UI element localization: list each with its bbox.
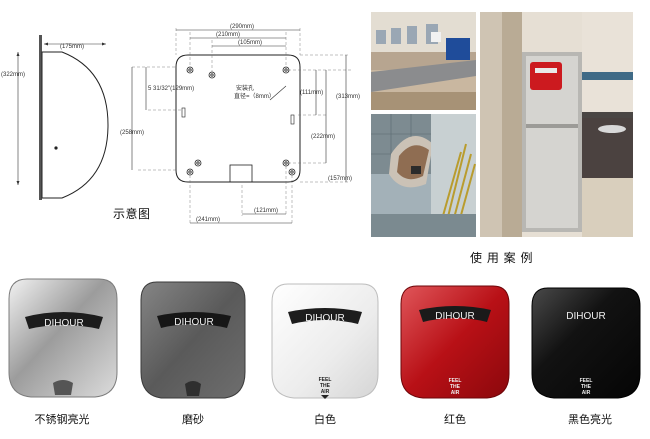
brand-text: DIHOUR: [44, 318, 83, 329]
dim-bottom-left: (241mm): [196, 217, 220, 223]
product-stainless-polished: DIHOUR: [7, 277, 119, 402]
product-label-brushed: 磨砂: [182, 413, 204, 426]
feel-text-line3: AIR: [451, 390, 460, 396]
dryer-shape: DIHOUR: [140, 281, 246, 399]
dim-left-small: 5 31/32"(129mm): [148, 86, 194, 92]
brand-text: DIHOUR: [566, 311, 605, 322]
product-label-white: 白色: [314, 413, 336, 426]
dim-inner-top: (210mm): [216, 32, 240, 38]
brand-text: DIHOUR: [435, 311, 474, 322]
product-white: DIHOUR FEEL THE AIR: [270, 282, 380, 402]
feel-text-line2: THE: [581, 384, 592, 390]
photos-caption: 使 用 案 例: [470, 251, 533, 265]
dryer-shape: DIHOUR FEEL THE AIR: [531, 287, 641, 399]
side-view-drawing: (175mm) (322mm): [1, 35, 109, 200]
feel-text-line1: FEEL: [319, 377, 332, 383]
product-brushed: DIHOUR: [139, 280, 247, 402]
dryer-shape: DIHOUR FEEL THE AIR: [400, 285, 510, 399]
dim-right-bottom: (157mm): [328, 176, 352, 182]
dryer-shape: DIHOUR: [8, 278, 118, 398]
feel-text-line1: FEEL: [449, 378, 462, 384]
photo-washroom-sinks: [371, 12, 476, 110]
feel-text-line3: AIR: [582, 390, 591, 396]
brand-text: DIHOUR: [305, 313, 344, 324]
product-label-red: 红色: [444, 413, 466, 426]
product-label-stainless: 不锈钢亮光: [34, 413, 90, 426]
front-view-drawing: (290mm) (210mm) (105mm) 5 31/32"(129mm) …: [120, 24, 360, 225]
dim-right-inner-a: (111mm): [300, 90, 323, 96]
feel-text-line3: AIR: [321, 389, 330, 395]
feel-text-line2: THE: [320, 383, 331, 389]
brand-text: DIHOUR: [174, 317, 213, 328]
feel-text-line2: THE: [450, 384, 461, 390]
mount-hole-diameter: 直径=（8mm）: [234, 92, 275, 100]
dim-right-inner-b: (222mm): [311, 134, 335, 140]
dim-hole-spacing-top: (105mm): [238, 40, 262, 46]
photo-red-dryer-wall: [480, 12, 633, 237]
dryer-shape: DIHOUR FEEL THE AIR: [271, 283, 379, 399]
diagram-caption: 示意图: [113, 207, 151, 221]
feel-text-line1: FEEL: [580, 378, 593, 384]
dim-left-large: (258mm): [120, 130, 144, 136]
mount-hole-note: 安装孔: [236, 84, 254, 92]
dim-top-width: (290mm): [230, 24, 254, 30]
dim-right-outer: (313mm): [336, 94, 360, 100]
product-label-black-gloss: 黑色亮光: [568, 413, 612, 426]
side-width-label: (175mm): [60, 44, 84, 50]
product-black-gloss: DIHOUR FEEL THE AIR: [530, 286, 642, 402]
photo-chrome-dryer-closeup: [371, 114, 476, 237]
side-height-label: (322mm): [1, 72, 25, 78]
dim-bottom-right: (121mm): [254, 208, 278, 214]
product-red: DIHOUR FEEL THE AIR: [399, 284, 511, 402]
